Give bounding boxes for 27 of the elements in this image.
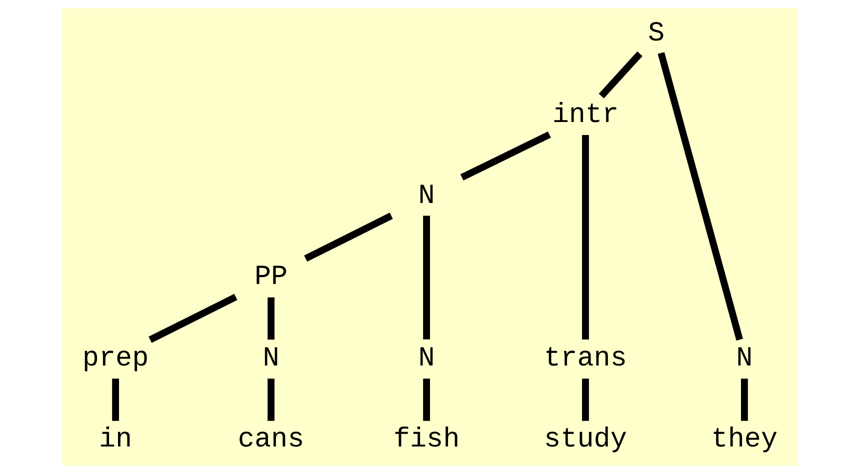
connector xyxy=(598,51,642,98)
connector xyxy=(267,378,274,421)
connector xyxy=(422,378,430,421)
connector xyxy=(267,297,274,340)
node-text: intr xyxy=(552,100,618,131)
node-text: they xyxy=(710,424,778,456)
node-text: trans xyxy=(544,343,626,374)
node-text: cans xyxy=(237,424,304,456)
connector xyxy=(582,378,588,421)
node-text: prep xyxy=(82,343,148,374)
node-text: fish xyxy=(392,424,460,456)
node-text: N xyxy=(418,180,434,212)
connector xyxy=(657,52,742,341)
node-text: S xyxy=(648,18,664,50)
node-text: N xyxy=(736,343,752,374)
connector xyxy=(740,378,748,421)
connector xyxy=(112,378,119,421)
connector xyxy=(304,212,392,262)
connector xyxy=(460,131,550,180)
connector xyxy=(422,216,430,340)
node-text: study xyxy=(544,424,626,456)
connector xyxy=(148,294,237,343)
node-text: PP xyxy=(254,262,288,294)
node-text: N xyxy=(418,343,434,374)
node-text: in xyxy=(98,424,132,456)
connector xyxy=(582,134,588,340)
node-text: N xyxy=(262,343,279,374)
